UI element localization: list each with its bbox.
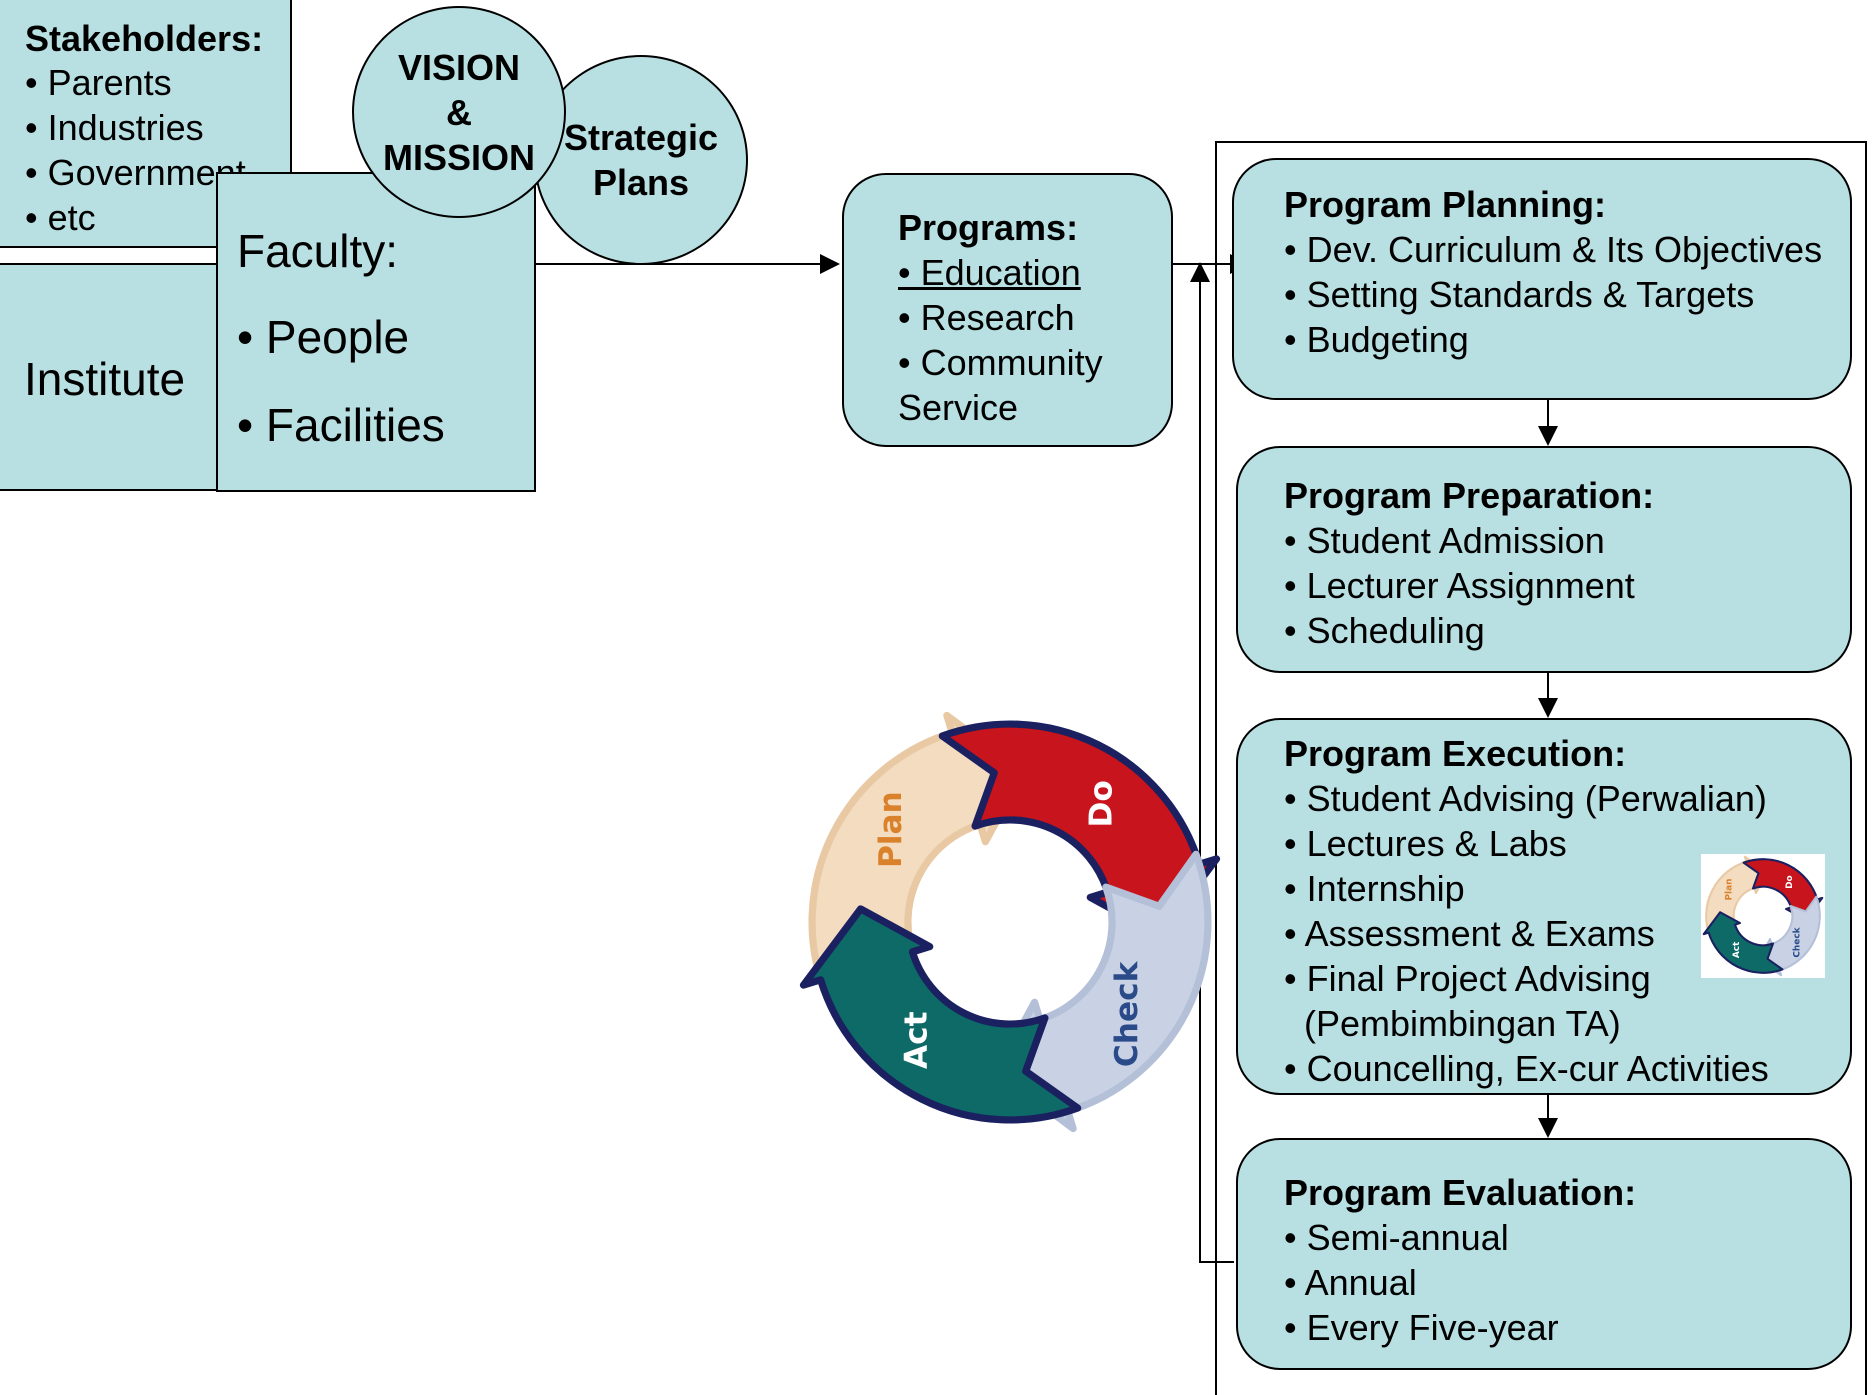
faculty-title: Faculty: — [237, 225, 399, 277]
plan-label: Plan — [873, 791, 909, 868]
check-arrow — [1758, 895, 1821, 977]
stage-item: (Pembimbingan TA) — [1284, 1003, 1621, 1044]
stage-item: • Semi-annual — [1284, 1217, 1509, 1258]
stage-item: • Councelling, Ex-cur Activities — [1284, 1048, 1769, 1089]
stage-title: Program Preparation: — [1284, 475, 1655, 516]
programs-item: • Education — [898, 252, 1081, 293]
arrow-feedback-loop — [1190, 262, 1234, 1263]
stage-item: • Student Admission — [1284, 520, 1605, 561]
stage-title: Program Planning: — [1284, 184, 1607, 225]
stage-evaluation-box: Program Evaluation: • Semi-annual • Annu… — [1236, 1138, 1852, 1370]
vision-line2: & — [445, 91, 472, 133]
programs-box: Programs: • Education • Research • Commu… — [842, 173, 1173, 447]
stage-item: • Final Project Advising — [1284, 958, 1651, 999]
programs-item: • Community — [898, 342, 1103, 383]
stage-execution-box: Program Execution: • Student Advising (P… — [1236, 718, 1852, 1095]
stage-item: • Annual — [1284, 1262, 1417, 1303]
stages-frame — [1215, 141, 1867, 1395]
stage-item: • Budgeting — [1284, 319, 1469, 360]
stage-preparation-box: Program Preparation: • Student Admission… — [1236, 446, 1852, 673]
check-label: Check — [1109, 960, 1145, 1067]
check-label: Check — [1792, 926, 1802, 957]
stakeholder-item: • Industries — [25, 107, 204, 148]
stage-item: • Lectures & Labs — [1284, 823, 1567, 864]
programs-item: • Research — [898, 297, 1075, 338]
act-label: Act — [899, 1011, 935, 1069]
programs-item: Service — [898, 387, 1019, 428]
stage-planning-box: Program Planning: • Dev. Curriculum & It… — [1232, 158, 1852, 400]
stakeholder-item: • Parents — [25, 62, 172, 103]
vision-mission-circle: VISION & MISSION — [352, 6, 566, 218]
stakeholders-title: Stakeholders: — [25, 18, 264, 59]
faculty-item: • People — [237, 311, 410, 363]
act-arrow — [799, 905, 1082, 1124]
institute-box: Institute — [0, 263, 220, 491]
plan-label: Plan — [1725, 878, 1735, 900]
stage-item: • Internship — [1284, 868, 1465, 909]
faculty-item: • Facilities — [237, 399, 445, 451]
act-label: Act — [1732, 941, 1742, 958]
stage-item: • Scheduling — [1284, 610, 1485, 651]
stakeholder-item: • etc — [25, 197, 96, 238]
stage-item: • Dev. Curriculum & Its Objectives — [1284, 229, 1823, 270]
do-arrow — [1742, 858, 1824, 921]
stage-item: • Every Five-year — [1284, 1307, 1559, 1348]
strategic-plans-circle: Strategic Plans — [534, 55, 748, 265]
do-label: Do — [1083, 780, 1119, 827]
vision-line1: VISION — [397, 46, 520, 88]
do-label: Do — [1785, 875, 1795, 889]
act-arrow — [1702, 911, 1784, 974]
stage-item: • Setting Standards & Targets — [1284, 274, 1755, 315]
stage-title: Program Evaluation: — [1284, 1172, 1637, 1213]
strategic-line1: Strategic — [563, 117, 719, 158]
stage-item: • Student Advising (Perwalian) — [1284, 778, 1767, 819]
stage-title: Program Execution: — [1284, 733, 1627, 774]
vision-line3: MISSION — [382, 136, 535, 178]
stage-item: • Assessment & Exams — [1284, 913, 1655, 954]
programs-title: Programs: — [898, 207, 1079, 248]
stage-item: • Lecturer Assignment — [1284, 565, 1635, 606]
faculty-box: Faculty: • People • Facilities — [216, 172, 536, 492]
stakeholder-item: • Government — [25, 152, 246, 193]
institute-label: Institute — [24, 353, 186, 405]
strategic-line2: Plans — [592, 162, 690, 203]
